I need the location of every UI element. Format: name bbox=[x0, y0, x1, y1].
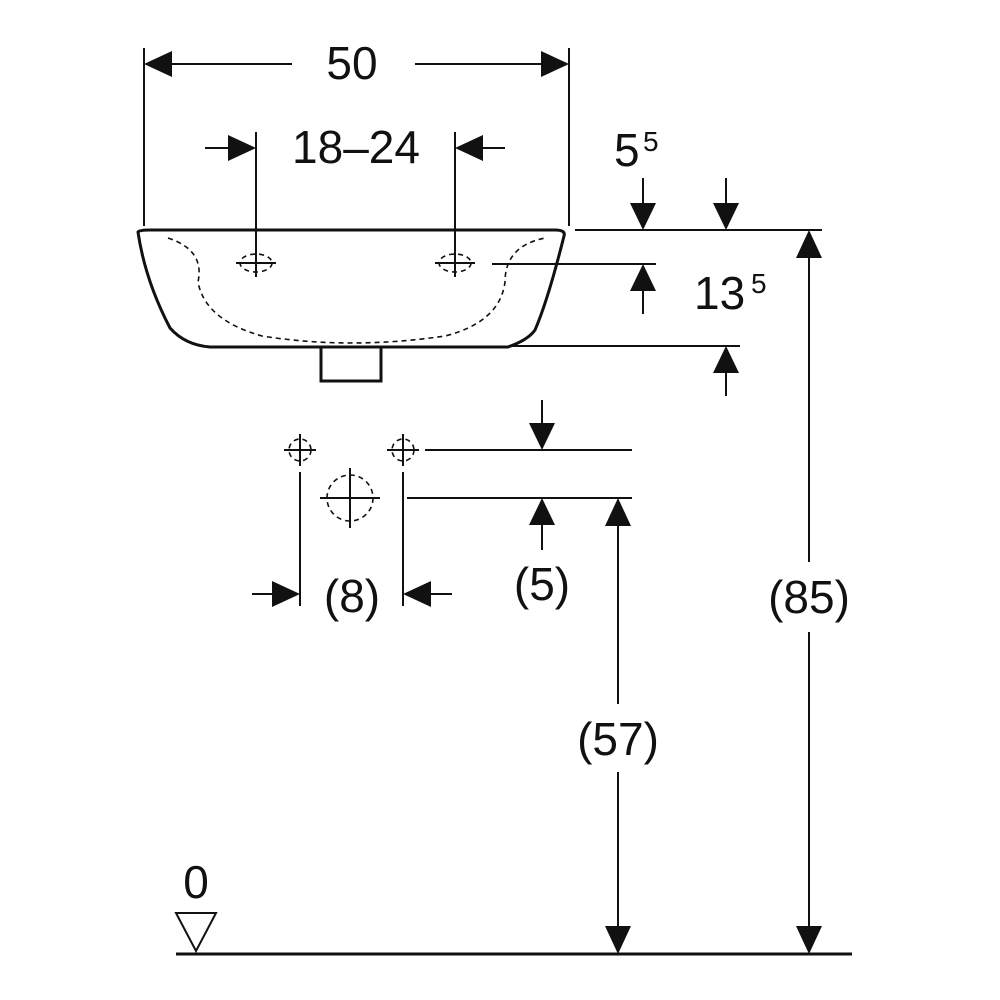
supply-spacing-label: (8) bbox=[324, 570, 380, 622]
floor-level-marker-icon bbox=[174, 912, 218, 954]
overflow-arrow-up bbox=[630, 264, 656, 291]
rim-height-arrow-bottom bbox=[796, 926, 822, 954]
tap-spacing-arrow-left bbox=[228, 135, 256, 161]
rim-arrow-a bbox=[630, 203, 656, 230]
width-label: 50 bbox=[326, 37, 377, 89]
overflow-label: 13 bbox=[694, 267, 745, 319]
overflow-label-superscript: 5 bbox=[751, 268, 767, 299]
tap-hole-left bbox=[236, 250, 276, 277]
supply-spacing-dimension: (8) bbox=[252, 472, 452, 622]
overflow-arrow-bottom bbox=[713, 346, 739, 373]
width-arrow-right bbox=[541, 51, 569, 77]
offset-arrow-down bbox=[529, 423, 555, 450]
supply-connection-right bbox=[387, 434, 419, 466]
rim-height-dimension: (85) bbox=[768, 230, 850, 954]
tap-spacing-label: 18–24 bbox=[292, 121, 420, 173]
rim-height-label: (85) bbox=[768, 571, 850, 623]
drain-height-arrow-top bbox=[605, 498, 631, 526]
rim-thickness-dimension: 5 5 bbox=[575, 124, 822, 231]
supply-drain-offset-dimension: (5) bbox=[407, 400, 632, 610]
rim-label: 5 bbox=[614, 124, 640, 176]
floor-level-label: 0 bbox=[183, 856, 209, 908]
tap-hole-right bbox=[435, 250, 475, 277]
tap-spacing-arrow-right bbox=[455, 135, 483, 161]
supply-spacing-arrow-left bbox=[272, 581, 300, 607]
floor-level: 0 bbox=[174, 856, 852, 956]
width-dimension: 50 bbox=[143, 37, 570, 226]
offset-arrow-up bbox=[529, 498, 555, 525]
supply-spacing-arrow-right bbox=[403, 581, 431, 607]
supply-drain-offset-label: (5) bbox=[514, 558, 570, 610]
bowl-hidden-line bbox=[167, 237, 546, 344]
drain-connection bbox=[320, 468, 380, 528]
drain-height-dimension: (57) bbox=[577, 498, 659, 954]
drain-height-arrow-bottom bbox=[605, 926, 631, 954]
supply-connection-left bbox=[284, 434, 316, 466]
drain-spigot bbox=[319, 347, 383, 383]
tap-spacing-dimension: 18–24 bbox=[205, 121, 505, 262]
rim-height-arrow-top bbox=[796, 230, 822, 258]
rim-arrow-b bbox=[713, 203, 739, 230]
washbasin-outline bbox=[136, 228, 566, 383]
overflow-dimension: 13 5 bbox=[492, 263, 767, 396]
width-arrow-left bbox=[144, 51, 172, 77]
rim-label-superscript: 5 bbox=[643, 126, 659, 157]
drain-height-label: (57) bbox=[577, 713, 659, 765]
